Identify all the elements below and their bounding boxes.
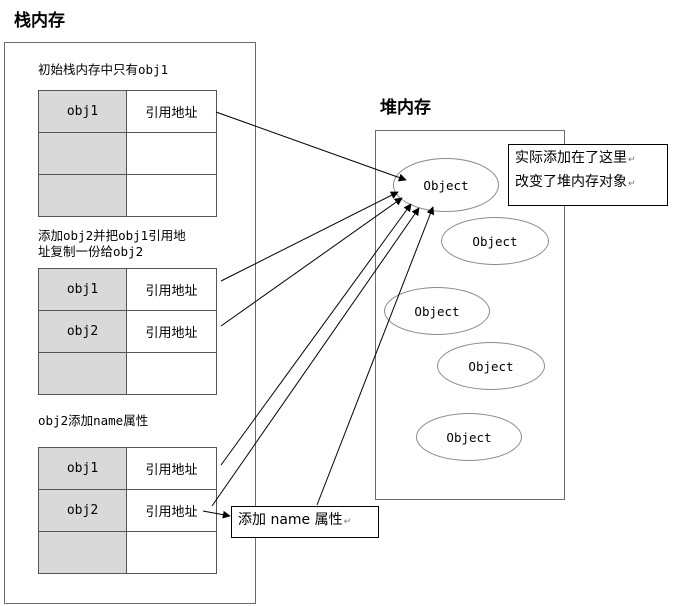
ref-address-cell [126,132,217,175]
arrow-group2-obj1 [220,191,399,282]
return-mark-icon: ↵ [628,155,636,165]
heap-object-shared: Object [393,158,499,212]
stack-title: 栈内存 [14,11,65,31]
heap-title: 堆内存 [380,98,431,118]
ref-address-cell: 引用地址 [126,268,217,311]
arrow-to-add-note [202,510,231,519]
arrow-group2-obj2 [220,197,403,327]
table-row [38,352,217,395]
var-name-cell: obj2 [38,310,127,353]
table-row [38,132,217,175]
add-name-note: 添加 name 属性↵ [231,506,379,538]
stack-table-add-name: obj1 引用地址 obj2 引用地址 [38,447,217,574]
var-name-cell [38,174,127,217]
arrow-group3-obj1 [220,203,412,466]
var-name-cell [38,352,127,395]
var-name-cell: obj1 [38,268,127,311]
group2-caption-line1: 添加obj2并把obj1引用地 [38,228,186,243]
table-row: obj1 引用地址 [38,447,217,490]
ref-address-cell [126,531,217,574]
heap-change-note: 实际添加在了这里↵ 改变了堆内存对象↵ [508,144,668,206]
arrow-group1-obj1 [215,111,407,182]
heap-object: Object [441,217,549,265]
table-row: obj2 引用地址 [38,310,217,353]
ref-address-cell: 引用地址 [126,489,217,532]
stack-table-copy: obj1 引用地址 obj2 引用地址 [38,268,217,395]
group2-caption-line2: 址复制一份给obj2 [38,244,144,259]
stack-table-initial: obj1 引用地址 [38,90,217,217]
group1-caption: 初始栈内存中只有obj1 [38,62,169,77]
table-row: obj1 引用地址 [38,90,217,133]
group2-caption: 添加obj2并把obj1引用地 址复制一份给obj2 [38,228,186,260]
ref-address-cell: 引用地址 [126,447,217,490]
return-mark-icon: ↵ [343,517,352,527]
return-mark-icon: ↵ [628,179,636,189]
heap-object: Object [384,287,490,335]
heap-object: Object [416,413,522,461]
var-name-cell [38,132,127,175]
var-name-cell: obj2 [38,489,127,532]
heap-note-line2: 改变了堆内存对象 [515,174,627,190]
ref-address-cell [126,352,217,395]
var-name-cell: obj1 [38,90,127,133]
arrow-group3-obj2 [211,207,420,507]
table-row [38,174,217,217]
var-name-cell [38,531,127,574]
ref-address-cell: 引用地址 [126,90,217,133]
add-name-note-text: 添加 name 属性 [238,512,343,528]
heap-note-line1: 实际添加在了这里 [515,150,627,166]
heap-object: Object [437,342,545,390]
ref-address-cell: 引用地址 [126,310,217,353]
table-row: obj2 引用地址 [38,489,217,532]
table-row: obj1 引用地址 [38,268,217,311]
table-row [38,531,217,574]
arrow-note-to-heap [316,206,435,506]
group3-caption: obj2添加name属性 [38,413,149,428]
var-name-cell: obj1 [38,447,127,490]
ref-address-cell [126,174,217,217]
